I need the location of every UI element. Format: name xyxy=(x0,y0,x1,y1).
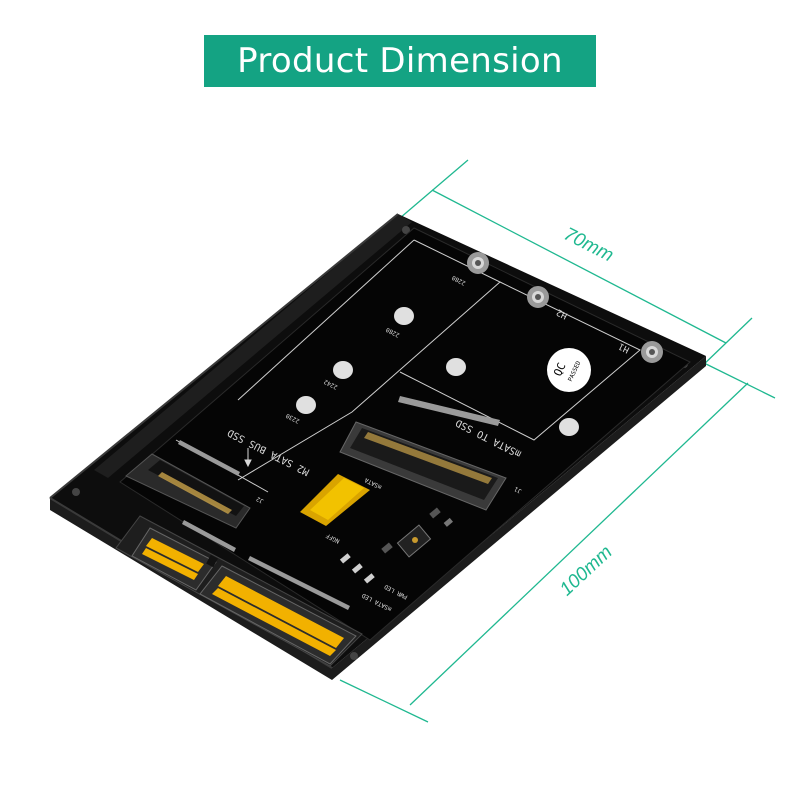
m2-slot-outline xyxy=(237,239,501,481)
pcb xyxy=(119,227,691,641)
led-indicators xyxy=(339,553,375,584)
pad-2242 xyxy=(333,361,353,379)
width-dimension-line xyxy=(431,189,727,344)
sata-data-pins xyxy=(142,538,204,580)
label-h2: H2 xyxy=(555,306,569,320)
down-arrow-icon xyxy=(244,448,252,468)
silkscreen-strips xyxy=(178,396,500,476)
qc-text: QC xyxy=(551,361,568,379)
qc-passed-sticker: QC PASSED xyxy=(547,348,591,392)
dimension-lines xyxy=(339,159,776,723)
msata-slot-outline xyxy=(399,281,641,441)
width-label: 70mm xyxy=(560,224,617,267)
sata-power-pins xyxy=(212,576,344,656)
standoff-2280 xyxy=(467,252,489,274)
pad-msata-1 xyxy=(446,358,466,376)
edge-pin-rows xyxy=(182,520,350,610)
left-rail-edge xyxy=(49,213,399,499)
width-extension-left xyxy=(399,159,469,219)
corner-hole xyxy=(350,652,358,660)
sata-connector xyxy=(115,515,363,667)
title-banner: Product Dimension xyxy=(204,35,596,87)
pad-msata-2 xyxy=(559,418,579,436)
corner-hole xyxy=(402,226,410,234)
m2-connector xyxy=(125,453,251,529)
left-rail xyxy=(94,214,412,478)
corner-hole xyxy=(72,488,80,496)
m2-slot-side xyxy=(237,239,415,401)
length-dimension-line xyxy=(409,382,749,706)
label-j1: J1 xyxy=(513,485,523,495)
standoff-h2 xyxy=(527,286,549,308)
ngff-msata-jumper xyxy=(300,474,370,526)
standoff-h1 xyxy=(641,341,663,363)
pad-2230 xyxy=(296,396,316,414)
standoffs xyxy=(467,252,663,363)
components xyxy=(339,507,453,584)
pad-2280 xyxy=(394,307,414,325)
label-h1: H1 xyxy=(617,340,631,354)
length-extension-top xyxy=(701,361,776,399)
length-label: 100mm xyxy=(556,542,617,601)
page-title: Product Dimension xyxy=(237,41,563,81)
pcb-board xyxy=(119,227,691,641)
mounting-pads xyxy=(296,307,579,436)
length-extension-bottom xyxy=(339,679,429,723)
msata-connector xyxy=(339,421,507,511)
label-j2: J2 xyxy=(255,495,265,505)
